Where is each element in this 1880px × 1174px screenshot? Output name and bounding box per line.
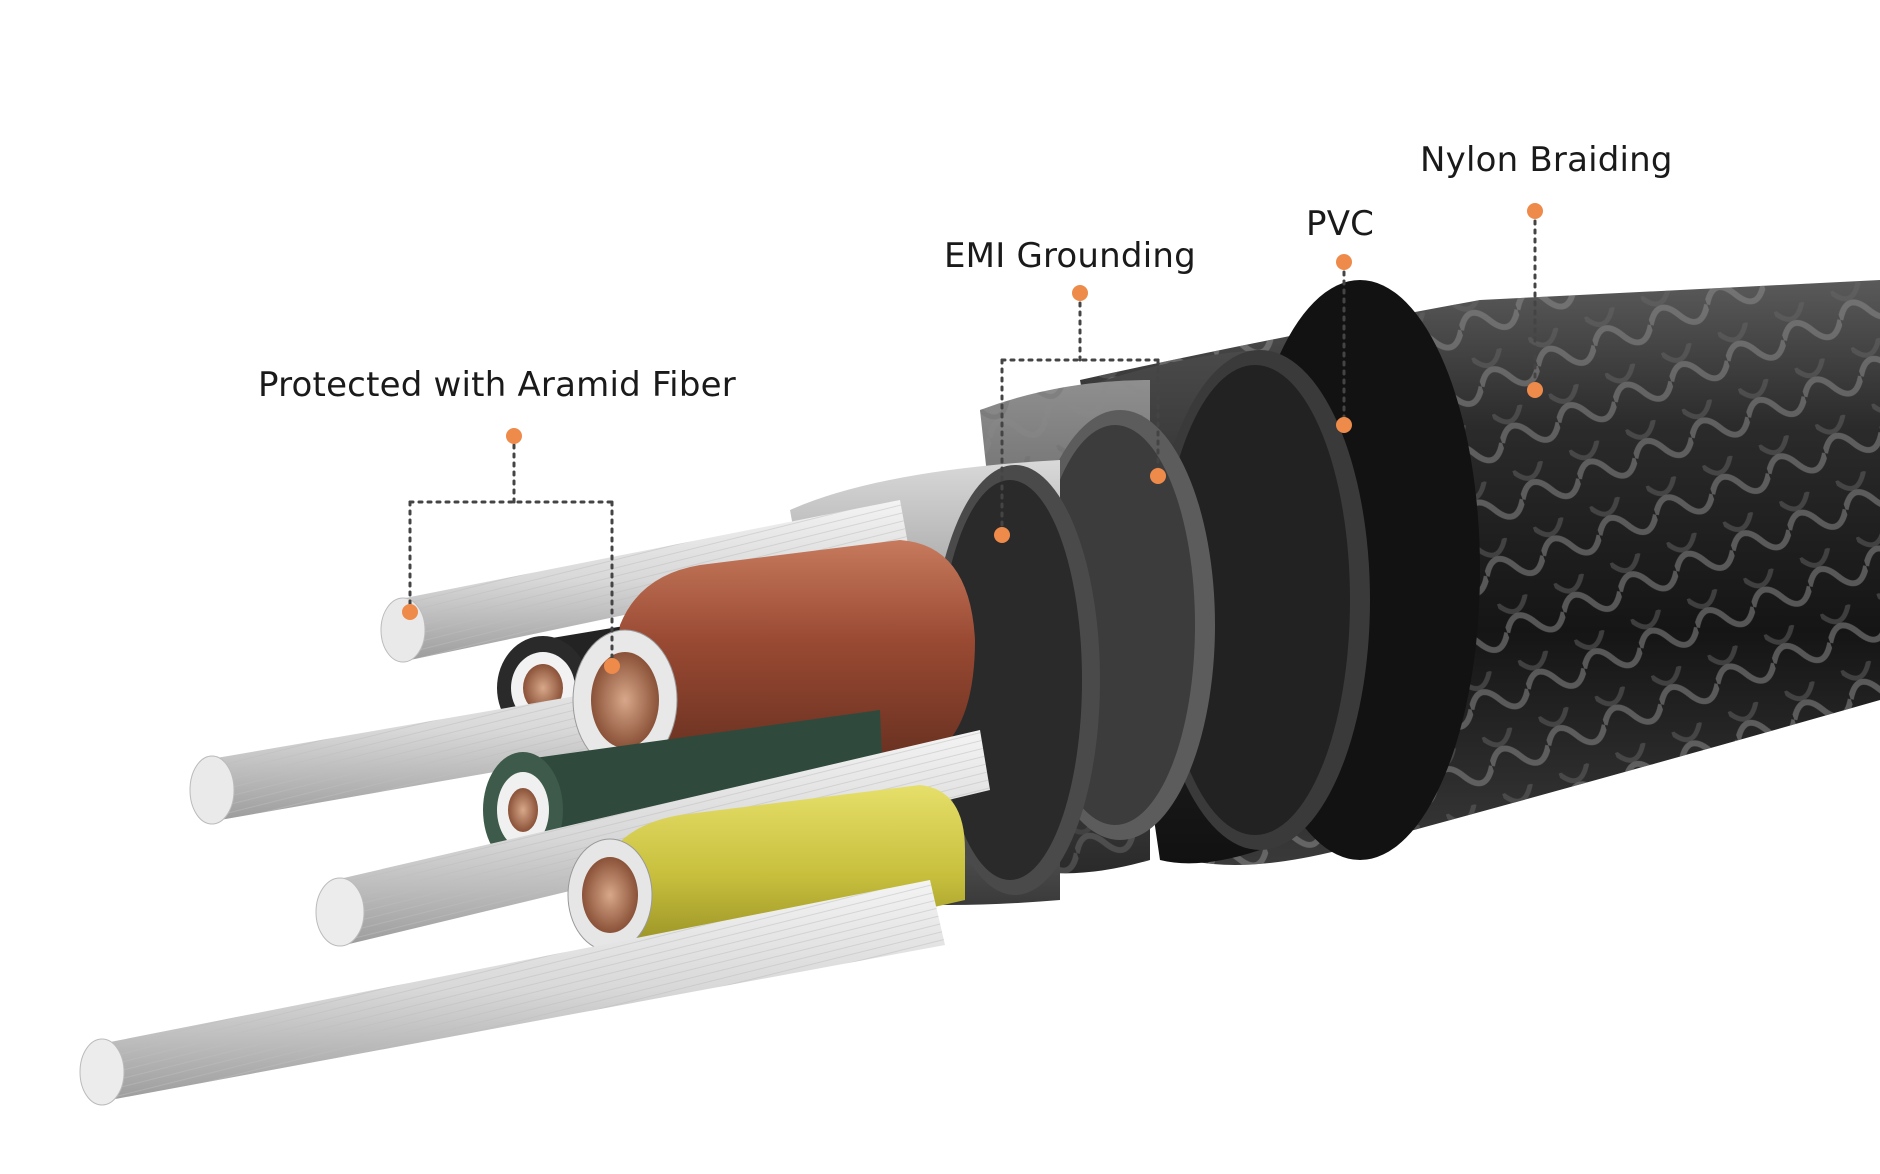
- dot-aramid-right: [604, 658, 620, 674]
- dot-braid-bottom: [1527, 382, 1543, 398]
- label-nylon-braiding: Nylon Braiding: [1420, 140, 1673, 180]
- dot-aramid-left: [402, 604, 418, 620]
- dot-emi-left: [994, 527, 1010, 543]
- label-emi-grounding: EMI Grounding: [944, 236, 1196, 276]
- dot-pvc-top: [1336, 254, 1352, 270]
- label-aramid-fiber: Protected with Aramid Fiber: [258, 365, 736, 405]
- dot-pvc-bottom: [1336, 417, 1352, 433]
- dot-braid-top: [1527, 203, 1543, 219]
- dot-emi-top: [1072, 285, 1088, 301]
- callout-dots: [402, 203, 1543, 674]
- dot-aramid-top: [506, 428, 522, 444]
- label-pvc: PVC: [1306, 204, 1375, 244]
- callout-leader-lines: [408, 210, 1537, 667]
- red-conductor: [610, 540, 975, 791]
- yellow-conductor: [600, 785, 965, 967]
- dot-emi-right: [1150, 468, 1166, 484]
